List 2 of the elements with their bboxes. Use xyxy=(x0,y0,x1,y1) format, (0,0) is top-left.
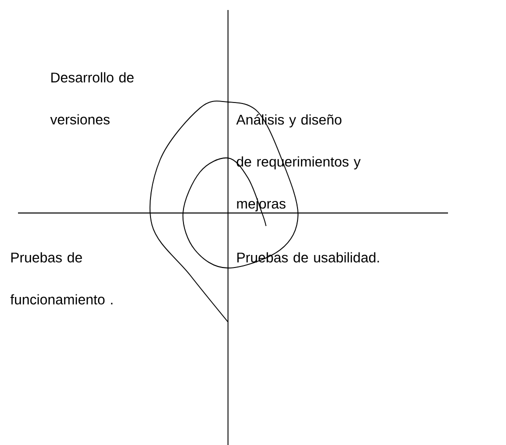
quadrant-label: Pruebas de funcionamiento . xyxy=(10,252,112,304)
quadrant-label: Desarrollo de versiones xyxy=(50,72,134,124)
